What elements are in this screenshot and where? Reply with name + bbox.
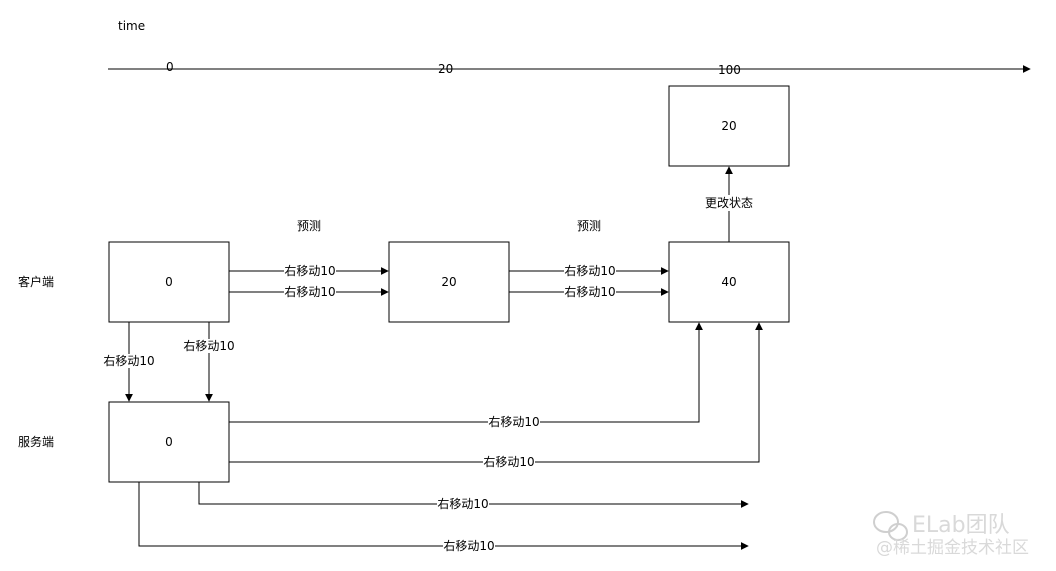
client-state-value-3: 40: [721, 275, 736, 289]
time-tick-20: 20: [438, 62, 453, 76]
client-row-label: 客户端: [18, 274, 54, 289]
client-move-label-2a: 右移动10: [564, 263, 615, 278]
client-state-box-3: [668, 241, 790, 323]
server-state-value: 0: [165, 435, 173, 449]
client-to-server-label-1: 右移动10: [103, 353, 154, 368]
server-to-client-arrow-1: [229, 322, 703, 423]
server-state-box: [108, 401, 230, 483]
predict-label-1: 预测: [297, 219, 321, 233]
client-state-box-1: [108, 241, 230, 323]
client-move-label-2b: 右移动10: [564, 284, 615, 299]
watermark-brand: ELab团队: [912, 513, 1010, 538]
client-move-label-1a: 右移动10: [284, 263, 335, 278]
client-state-value-1: 0: [165, 275, 173, 289]
time-tick-100: 100: [718, 63, 741, 77]
future-state-box: [668, 85, 790, 167]
client-state-value-2: 20: [441, 275, 456, 289]
server-out-arrow-1: [198, 482, 749, 508]
wechat-logo-icon: [873, 511, 908, 541]
server-to-client-label-2: 右移动10: [483, 454, 534, 469]
server-to-client-label-1: 右移动10: [488, 414, 539, 429]
future-state-value: 20: [721, 119, 736, 133]
time-axis-label: time: [118, 19, 145, 33]
client-to-server-label-2: 右移动10: [183, 338, 234, 353]
server-out-arrow-2: [138, 482, 749, 550]
time-tick-0: 0: [166, 60, 174, 74]
predict-label-2: 预测: [577, 219, 601, 233]
client-move-label-1b: 右移动10: [284, 284, 335, 299]
watermark-sub: @稀土掘金技术社区: [876, 538, 1029, 558]
server-to-client-arrow-2: [229, 322, 763, 463]
server-out-label-1: 右移动10: [437, 496, 488, 511]
server-row-label: 服务端: [18, 434, 54, 449]
client-state-box-2: [388, 241, 510, 323]
server-out-label-2: 右移动10: [443, 538, 494, 553]
watermark: ELab团队 @稀土掘金技术社区: [873, 511, 1029, 558]
change-state-label: 更改状态: [705, 196, 753, 210]
